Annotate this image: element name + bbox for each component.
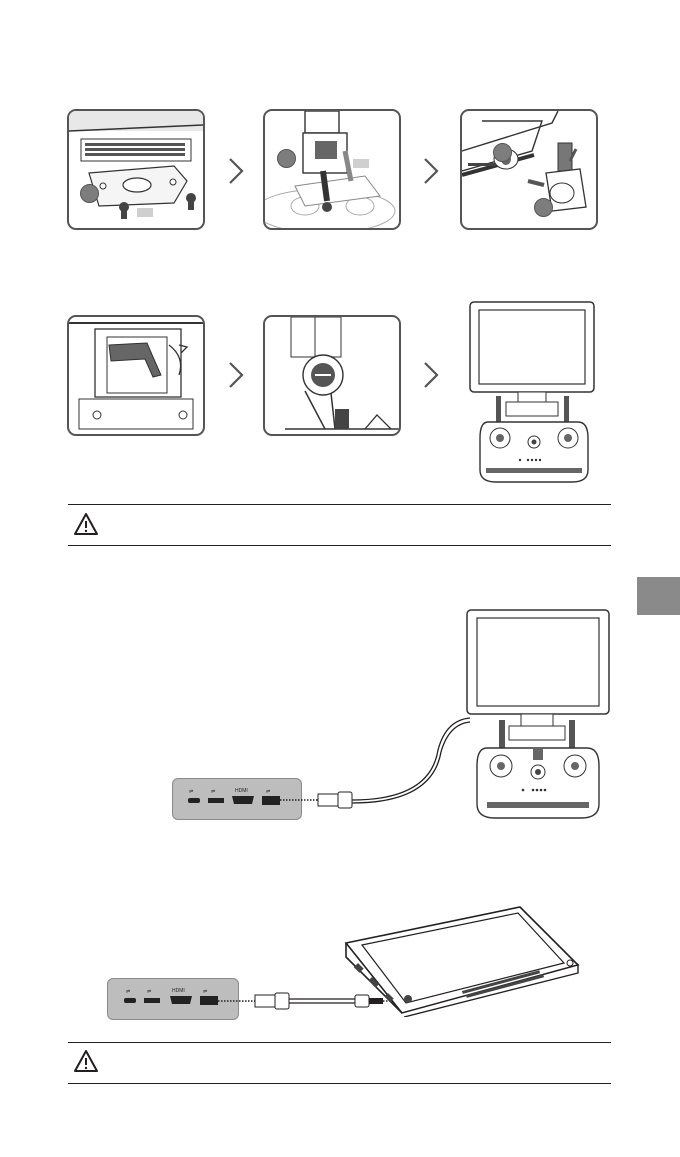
chevron-right-icon xyxy=(228,157,244,185)
remote-controller-illustration xyxy=(463,608,613,824)
step-4-panel xyxy=(67,315,205,436)
step-1-panel xyxy=(67,109,205,230)
chevron-right-icon xyxy=(423,157,439,185)
step-2-panel xyxy=(263,109,401,230)
usb-icon: ⇌ xyxy=(211,789,215,795)
label-tag xyxy=(353,159,369,168)
label-tag xyxy=(137,208,153,217)
section-side-tab xyxy=(637,577,680,615)
step-badge xyxy=(534,198,553,217)
step-3-panel xyxy=(460,109,598,230)
hdmi-label: HDMI xyxy=(172,988,185,994)
chevron-right-icon xyxy=(423,361,439,389)
warning-triangle-icon xyxy=(73,512,99,536)
usb-icon: ⇌ xyxy=(203,989,207,995)
usb-icon: ⇌ xyxy=(266,789,270,795)
usb-icon: ⇌ xyxy=(189,789,193,795)
step-badge xyxy=(493,143,512,162)
step-5-panel xyxy=(263,315,401,436)
usb-cable-to-remote xyxy=(280,600,480,810)
warning-rule-bottom xyxy=(68,545,611,546)
lock-lever-illustration xyxy=(69,317,203,434)
step-badge xyxy=(277,149,296,168)
attach-bracket-illustration xyxy=(462,111,596,228)
warning-rule-top xyxy=(68,1042,611,1043)
warning-triangle-icon xyxy=(73,1049,99,1073)
chevron-right-icon xyxy=(228,361,244,389)
usb-icon: ⇌ xyxy=(147,989,151,995)
remote-with-tablet-illustration xyxy=(466,300,604,488)
warning-rule-top xyxy=(68,504,611,505)
knob-tighten-illustration xyxy=(265,317,399,434)
warning-rule-bottom xyxy=(68,1083,611,1084)
tablet-illustration xyxy=(342,905,582,1017)
usb-icon: ⇌ xyxy=(126,989,130,995)
hdmi-label: HDMI xyxy=(235,788,248,794)
step-badge xyxy=(80,184,99,203)
mount-clamp-illustration xyxy=(265,111,399,228)
bracket-screws-illustration xyxy=(69,111,203,228)
